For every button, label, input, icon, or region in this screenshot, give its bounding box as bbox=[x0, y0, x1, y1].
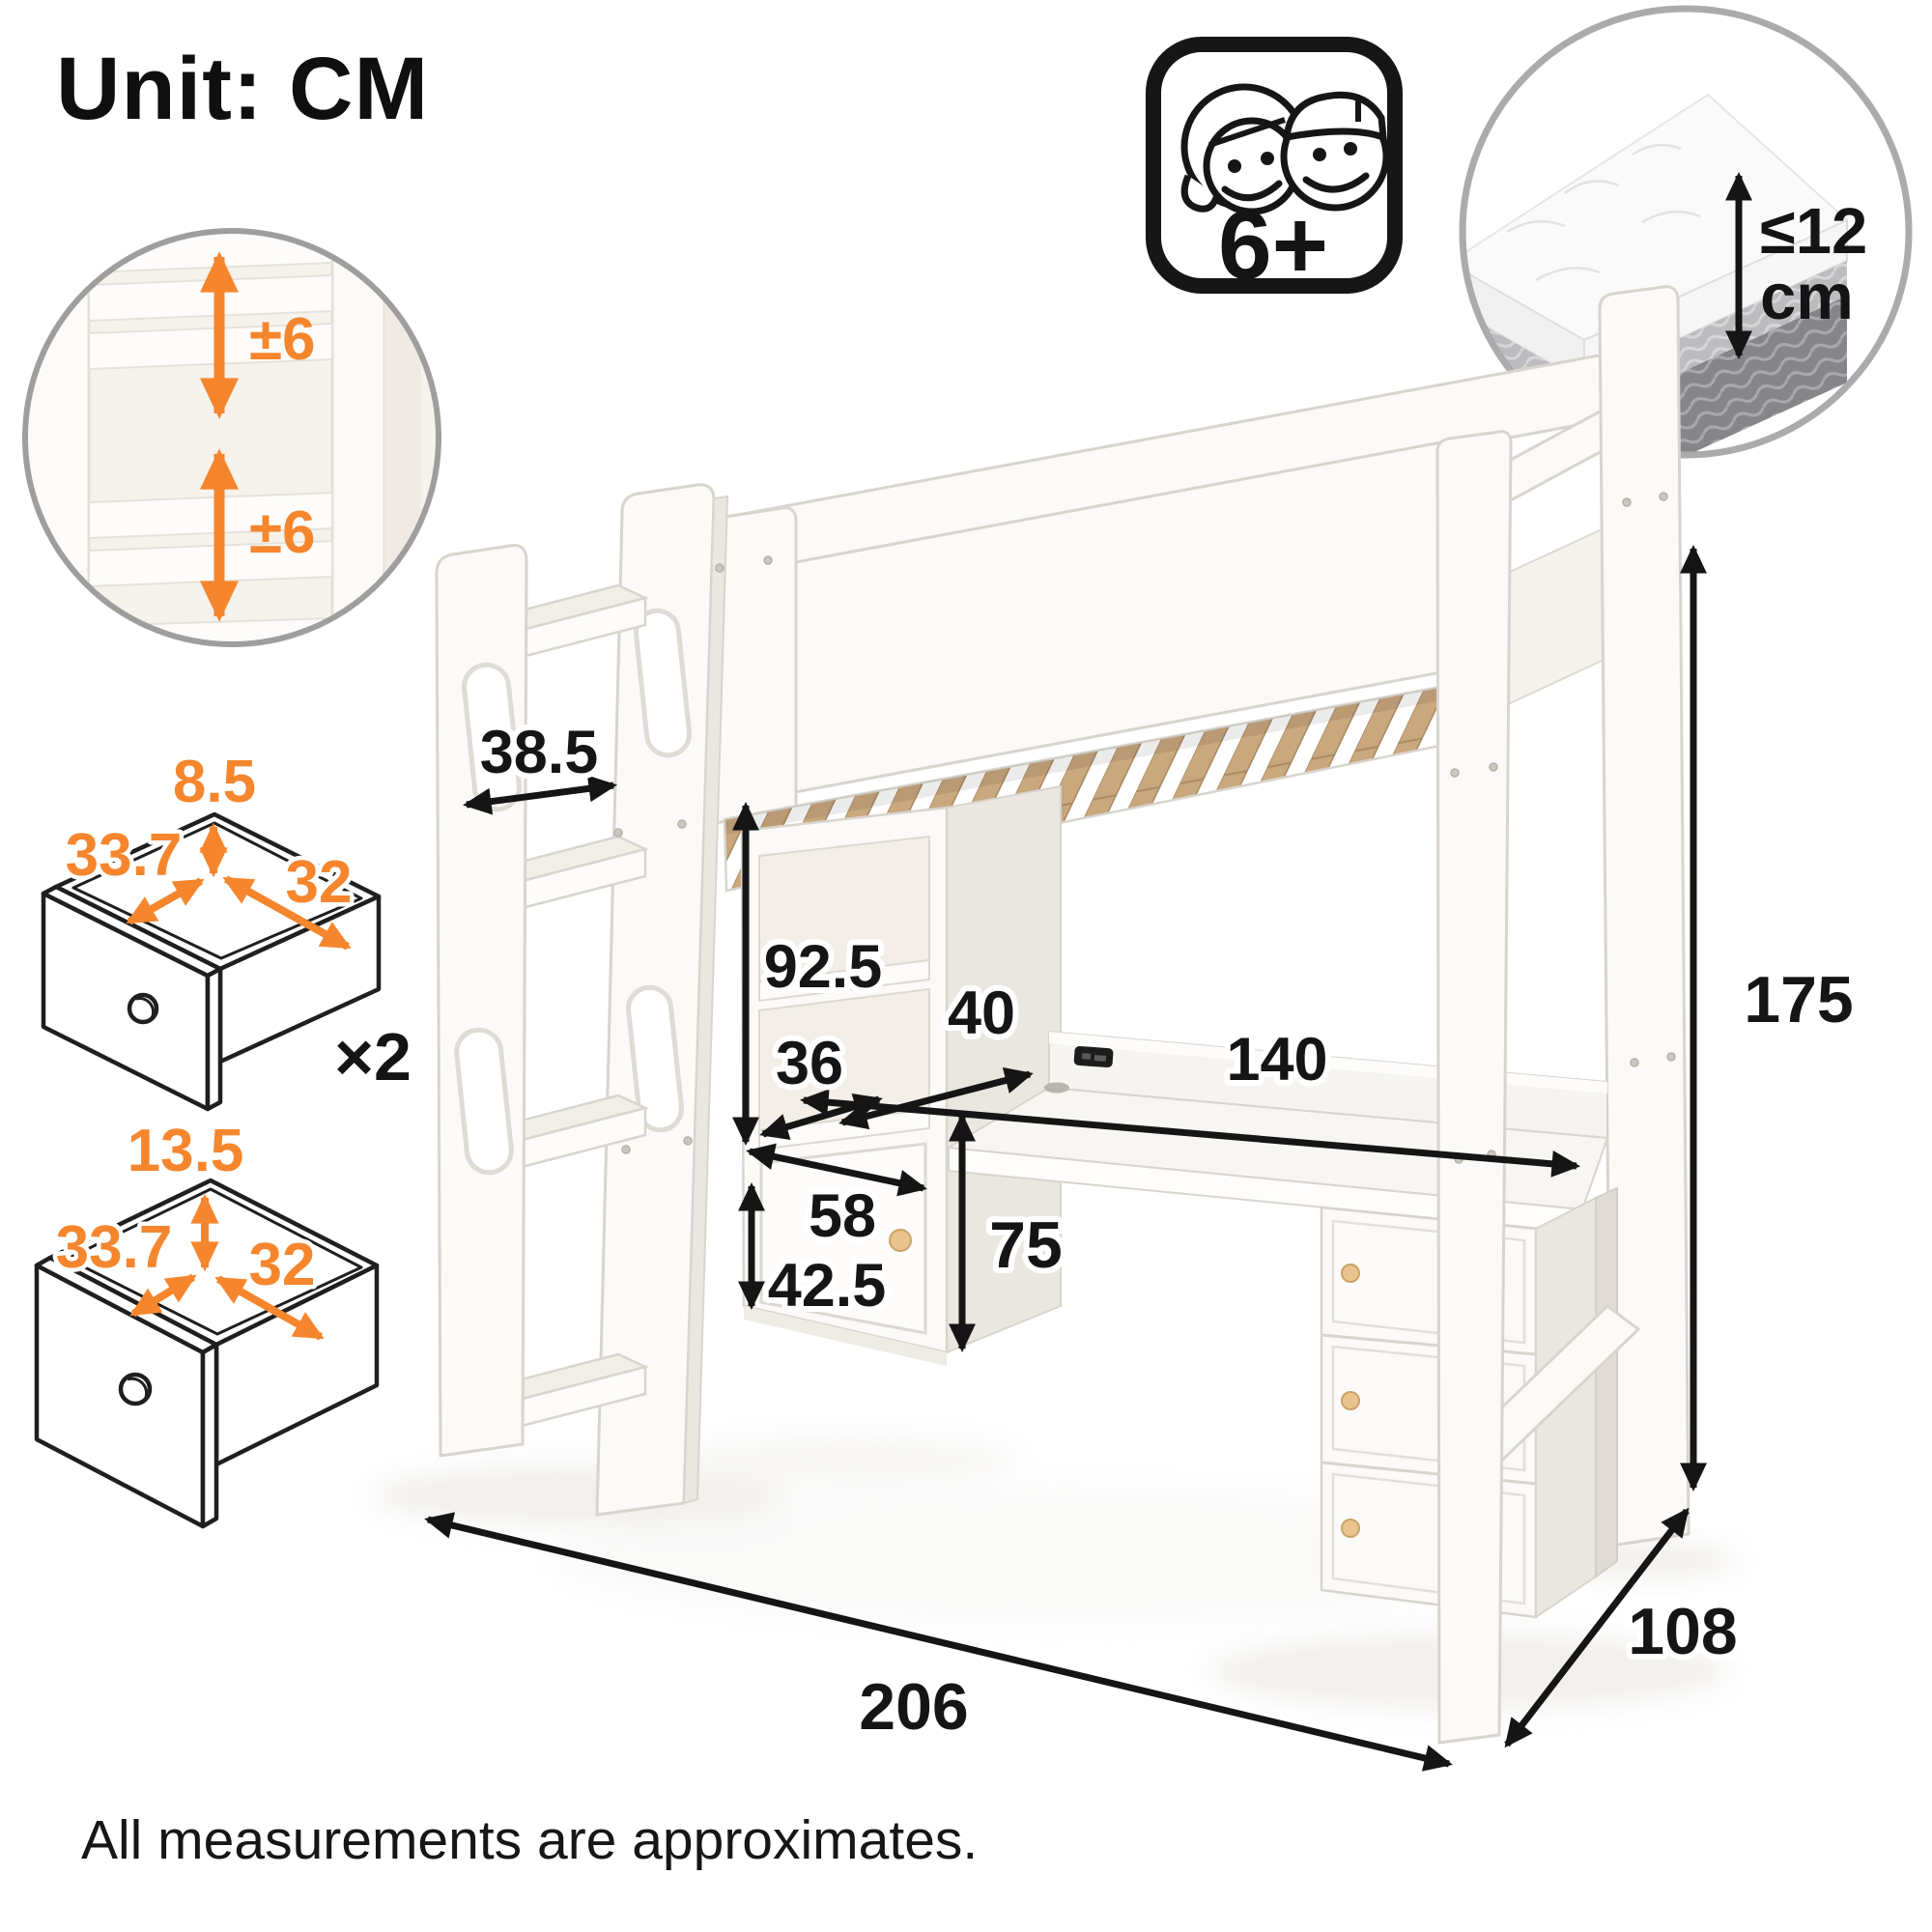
dim-top-depth: 58 bbox=[809, 1182, 876, 1250]
small-drawer-diagram: 8.5 33.7 32 ×2 bbox=[41, 745, 415, 1112]
dim-desk-width: 140 bbox=[1226, 1026, 1327, 1094]
small-drawer-count: ×2 bbox=[334, 1019, 412, 1094]
desk-grommet bbox=[1044, 1082, 1069, 1094]
large-drawer-width: 32 bbox=[249, 1232, 316, 1298]
small-drawer-depth-arrow bbox=[126, 877, 205, 925]
dim-ladder-depth: 38.5 bbox=[480, 719, 599, 786]
slat-adjust-upper-label: ±6 bbox=[249, 306, 316, 373]
age-badge-label: 6+ bbox=[1218, 191, 1328, 299]
ladder-handle-cutout bbox=[626, 984, 684, 1133]
footer-note: All measurements are approximates. bbox=[81, 1809, 979, 1871]
dim-shelf-depth: 36 bbox=[776, 1030, 843, 1097]
large-drawer-diagram: 13.5 33.7 32 bbox=[34, 1114, 380, 1529]
small-drawer-width-arrow bbox=[222, 875, 352, 951]
slat-adjust-lower-label: ±6 bbox=[249, 499, 316, 566]
dim-clearance: 92.5 bbox=[764, 933, 883, 1001]
dim-desk-depth: 40 bbox=[948, 980, 1015, 1047]
small-drawer-height: 8.5 bbox=[173, 749, 256, 815]
ladder-depth-arrow bbox=[463, 775, 617, 815]
bed-post-back-right bbox=[1598, 285, 1690, 1548]
desk-socket bbox=[1073, 1045, 1114, 1068]
mattress-inset-ring bbox=[1459, 5, 1913, 459]
large-drawer-width-arrow bbox=[214, 1275, 325, 1341]
dim-cabinet-height: 42.5 bbox=[768, 1252, 887, 1320]
large-drawer-height: 13.5 bbox=[128, 1118, 244, 1184]
drawer-knob bbox=[1341, 1519, 1360, 1538]
slat-inset-ring bbox=[22, 228, 441, 647]
ladder bbox=[435, 483, 729, 1517]
total-depth-arrow bbox=[1504, 1507, 1690, 1748]
bed-post-front-right bbox=[1435, 430, 1513, 1745]
dim-total-height: 175 bbox=[1744, 963, 1853, 1037]
dim-desk-height: 75 bbox=[989, 1208, 1063, 1282]
dim-total-width: 206 bbox=[859, 1670, 968, 1744]
dim-total-depth: 108 bbox=[1628, 1595, 1737, 1668]
unit-title: Unit: CM bbox=[56, 40, 430, 138]
drawer-knob bbox=[1341, 1264, 1360, 1283]
shelf-depth-arrow bbox=[759, 1093, 883, 1141]
mattress-thickness-value: ≤12 bbox=[1760, 195, 1867, 268]
small-drawer-width: 32 bbox=[286, 849, 353, 916]
mattress-thickness-unit: cm bbox=[1760, 261, 1854, 333]
drawer-knob bbox=[1341, 1391, 1360, 1410]
cabinet-knob bbox=[889, 1229, 912, 1252]
age-badge-icon: 6+ bbox=[1146, 37, 1403, 299]
small-drawer-depth: 33.7 bbox=[66, 822, 183, 889]
slat-adjust-inset: ±6 ±6 bbox=[22, 228, 441, 647]
dimension-annotations: 38.5 92.5 40 140 36 58 42.5 75 175 206 1… bbox=[424, 544, 1860, 1772]
desk-width-arrow bbox=[799, 1089, 1581, 1178]
ladder-handle-cutout bbox=[454, 1027, 514, 1176]
ladder-handle-cutout bbox=[633, 608, 693, 758]
large-drawer-depth-arrow bbox=[129, 1273, 197, 1318]
large-drawer-depth: 33.7 bbox=[56, 1214, 173, 1281]
top-depth-arrow bbox=[746, 1143, 927, 1197]
total-width-arrow bbox=[424, 1512, 1453, 1772]
